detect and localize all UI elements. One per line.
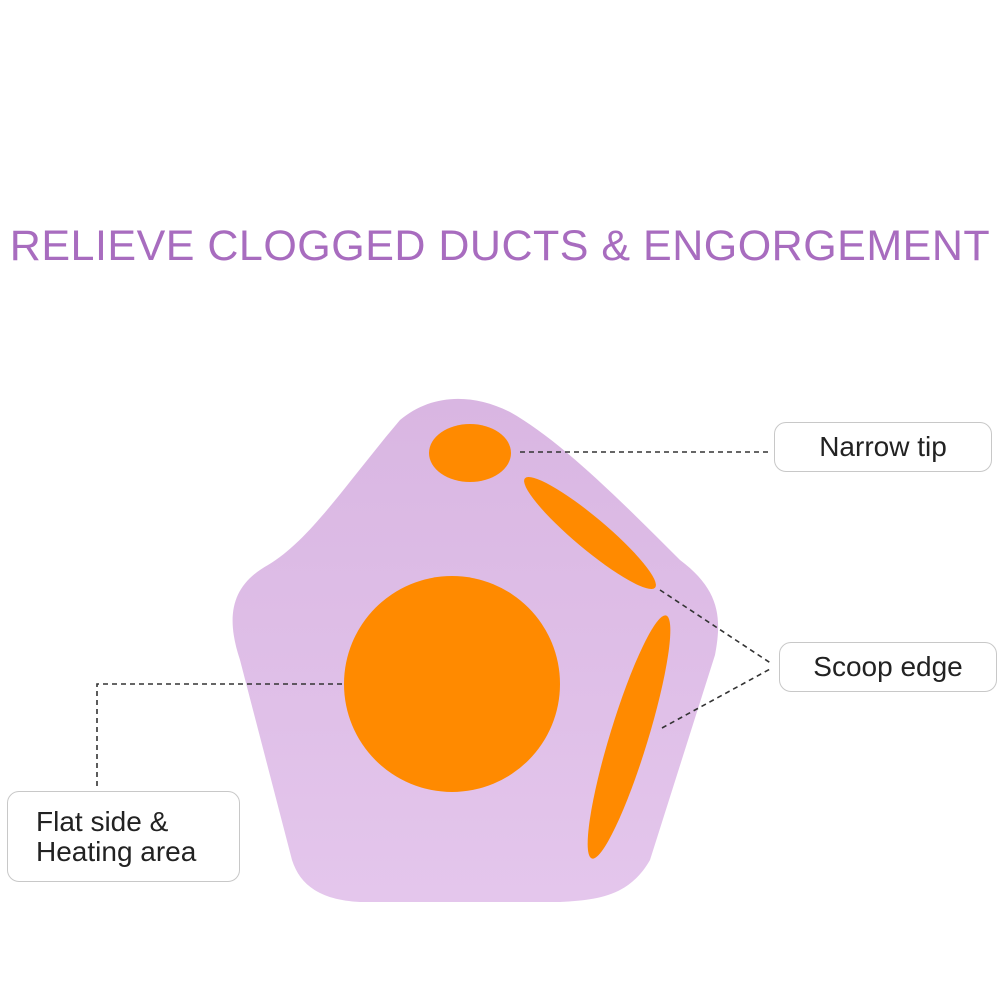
page-headline: RELIEVE CLOGGED DUCTS & ENGORGEMENT — [9, 222, 991, 270]
scoop-edge-text: Scoop edge — [813, 651, 963, 682]
scoop-edge-lower-area — [587, 615, 671, 859]
flat-side-text: Flat side & Heating area — [36, 805, 197, 867]
narrow-tip-area — [429, 424, 511, 482]
narrow-tip-text: Narrow tip — [819, 431, 947, 462]
flat-side-leader — [96, 683, 342, 788]
scoop-edge-label: Scoop edge — [779, 642, 997, 692]
scoop-edge-leader-upper — [659, 589, 773, 665]
flat-side-heating-area — [344, 576, 560, 792]
scoop-edge-upper-area — [524, 477, 656, 589]
scoop-edge-leader-lower — [661, 667, 773, 729]
flat-side-label: Flat side & Heating area — [7, 791, 240, 882]
narrow-tip-label: Narrow tip — [774, 422, 992, 472]
